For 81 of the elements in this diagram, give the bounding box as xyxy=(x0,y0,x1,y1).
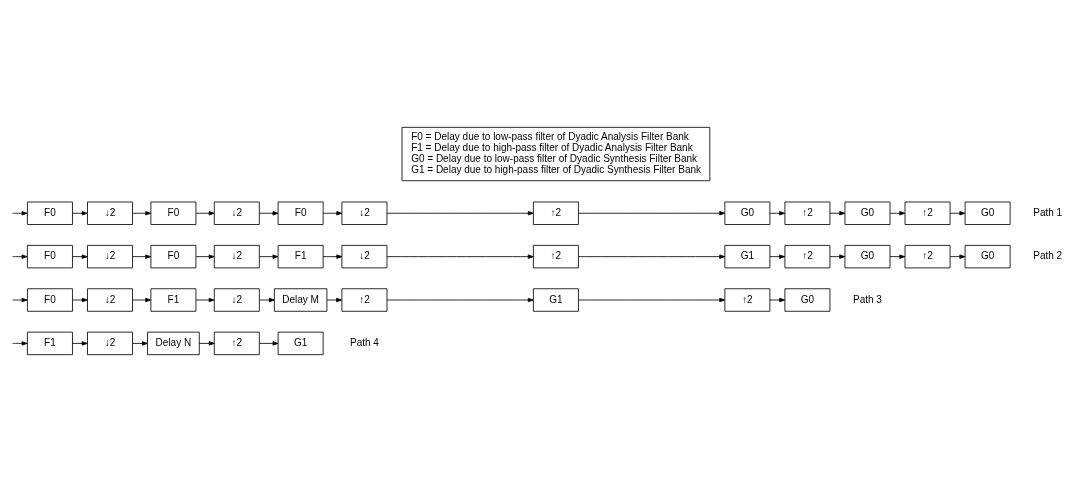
arrow xyxy=(578,253,726,259)
node-box: F0 xyxy=(150,244,197,268)
node-box: F0 = Delay due to low-pass filter of Dyadic Analysis Filter Bank F1 = Delay due to high-pass filter of Dyadic Analysis Filter Bank G0 = Delay due to low-pass filter of Dyadic Synthesis Filter Bank G1 = Delay due to high-pass filter of Dyadic Synthesis Filter Bank xyxy=(401,126,711,181)
arrow xyxy=(578,210,726,215)
node-box: F0 xyxy=(27,201,73,225)
node-box: ↓2 xyxy=(341,244,388,268)
arrow xyxy=(132,340,148,346)
node-box: ↓2 xyxy=(213,201,260,225)
arrow xyxy=(72,253,88,259)
arrow xyxy=(326,297,342,302)
arrow xyxy=(72,340,88,346)
arrow xyxy=(258,210,279,215)
node-box: ↑2 xyxy=(532,201,579,225)
arrow xyxy=(132,253,152,259)
node-box: Delay M xyxy=(273,287,328,312)
arrow xyxy=(386,210,534,215)
arrow xyxy=(258,297,275,302)
node-box: F0 xyxy=(27,287,73,312)
arrow xyxy=(322,253,343,259)
arrow xyxy=(386,297,534,302)
arrow xyxy=(258,340,279,346)
arrow xyxy=(12,340,28,346)
node-box: G1 xyxy=(277,331,324,355)
arrow xyxy=(386,253,534,259)
node-box: G0 xyxy=(844,244,891,268)
arrow xyxy=(12,297,28,302)
node-box: ↑2 xyxy=(784,244,831,268)
node-box: ↑2 xyxy=(213,331,260,355)
node-label: Path 4 xyxy=(349,336,379,348)
node-box: ↑2 xyxy=(904,244,951,268)
node-box: ↓2 xyxy=(213,287,260,312)
arrow xyxy=(889,210,906,215)
arrow xyxy=(322,210,343,215)
arrow xyxy=(12,210,28,215)
arrow xyxy=(195,253,215,259)
arrow xyxy=(829,253,846,259)
arrow xyxy=(12,253,28,259)
arrow xyxy=(198,340,215,346)
node-box: G0 xyxy=(964,244,1011,268)
node-label: Path 3 xyxy=(853,293,882,305)
arrow xyxy=(72,297,88,302)
arrow xyxy=(769,253,786,259)
arrow xyxy=(829,210,846,215)
node-box: ↑2 xyxy=(724,287,771,312)
node-box: ↓2 xyxy=(213,244,260,268)
node-box: Delay N xyxy=(147,331,200,355)
arrow xyxy=(72,210,88,215)
arrow xyxy=(949,253,966,259)
arrow xyxy=(195,210,215,215)
node-box: ↓2 xyxy=(341,201,388,225)
arrow xyxy=(769,297,786,302)
arrow xyxy=(949,210,966,215)
node-box: G0 xyxy=(724,201,771,225)
arrow xyxy=(889,253,906,259)
node-box: F1 xyxy=(27,331,73,355)
node-box: ↓2 xyxy=(87,331,133,355)
node-box: F1 xyxy=(277,244,324,268)
node-label: Path 2 xyxy=(1033,249,1063,261)
node-box: F1 xyxy=(150,287,197,312)
node-box: ↓2 xyxy=(87,201,133,225)
node-box: ↓2 xyxy=(87,287,133,312)
node-label: Path 1 xyxy=(1033,206,1063,218)
arrow xyxy=(195,297,215,302)
node-box: G0 xyxy=(964,201,1011,225)
arrow xyxy=(769,210,786,215)
node-box: F0 xyxy=(277,201,324,225)
node-box: ↓2 xyxy=(87,244,133,268)
node-box: G0 xyxy=(844,201,891,225)
arrow xyxy=(578,297,726,302)
node-box: F0 xyxy=(27,244,73,268)
node-box: ↑2 xyxy=(532,244,579,268)
node-box: ↑2 xyxy=(784,201,831,225)
node-box: G1 xyxy=(532,287,579,312)
arrow xyxy=(132,297,152,302)
node-box: ↑2 xyxy=(341,287,388,312)
arrow xyxy=(258,253,279,259)
node-box: ↑2 xyxy=(904,201,951,225)
node-box: G1 xyxy=(724,244,771,268)
node-box: F0 xyxy=(150,201,197,225)
arrow xyxy=(132,210,152,215)
node-box: G0 xyxy=(784,287,831,312)
